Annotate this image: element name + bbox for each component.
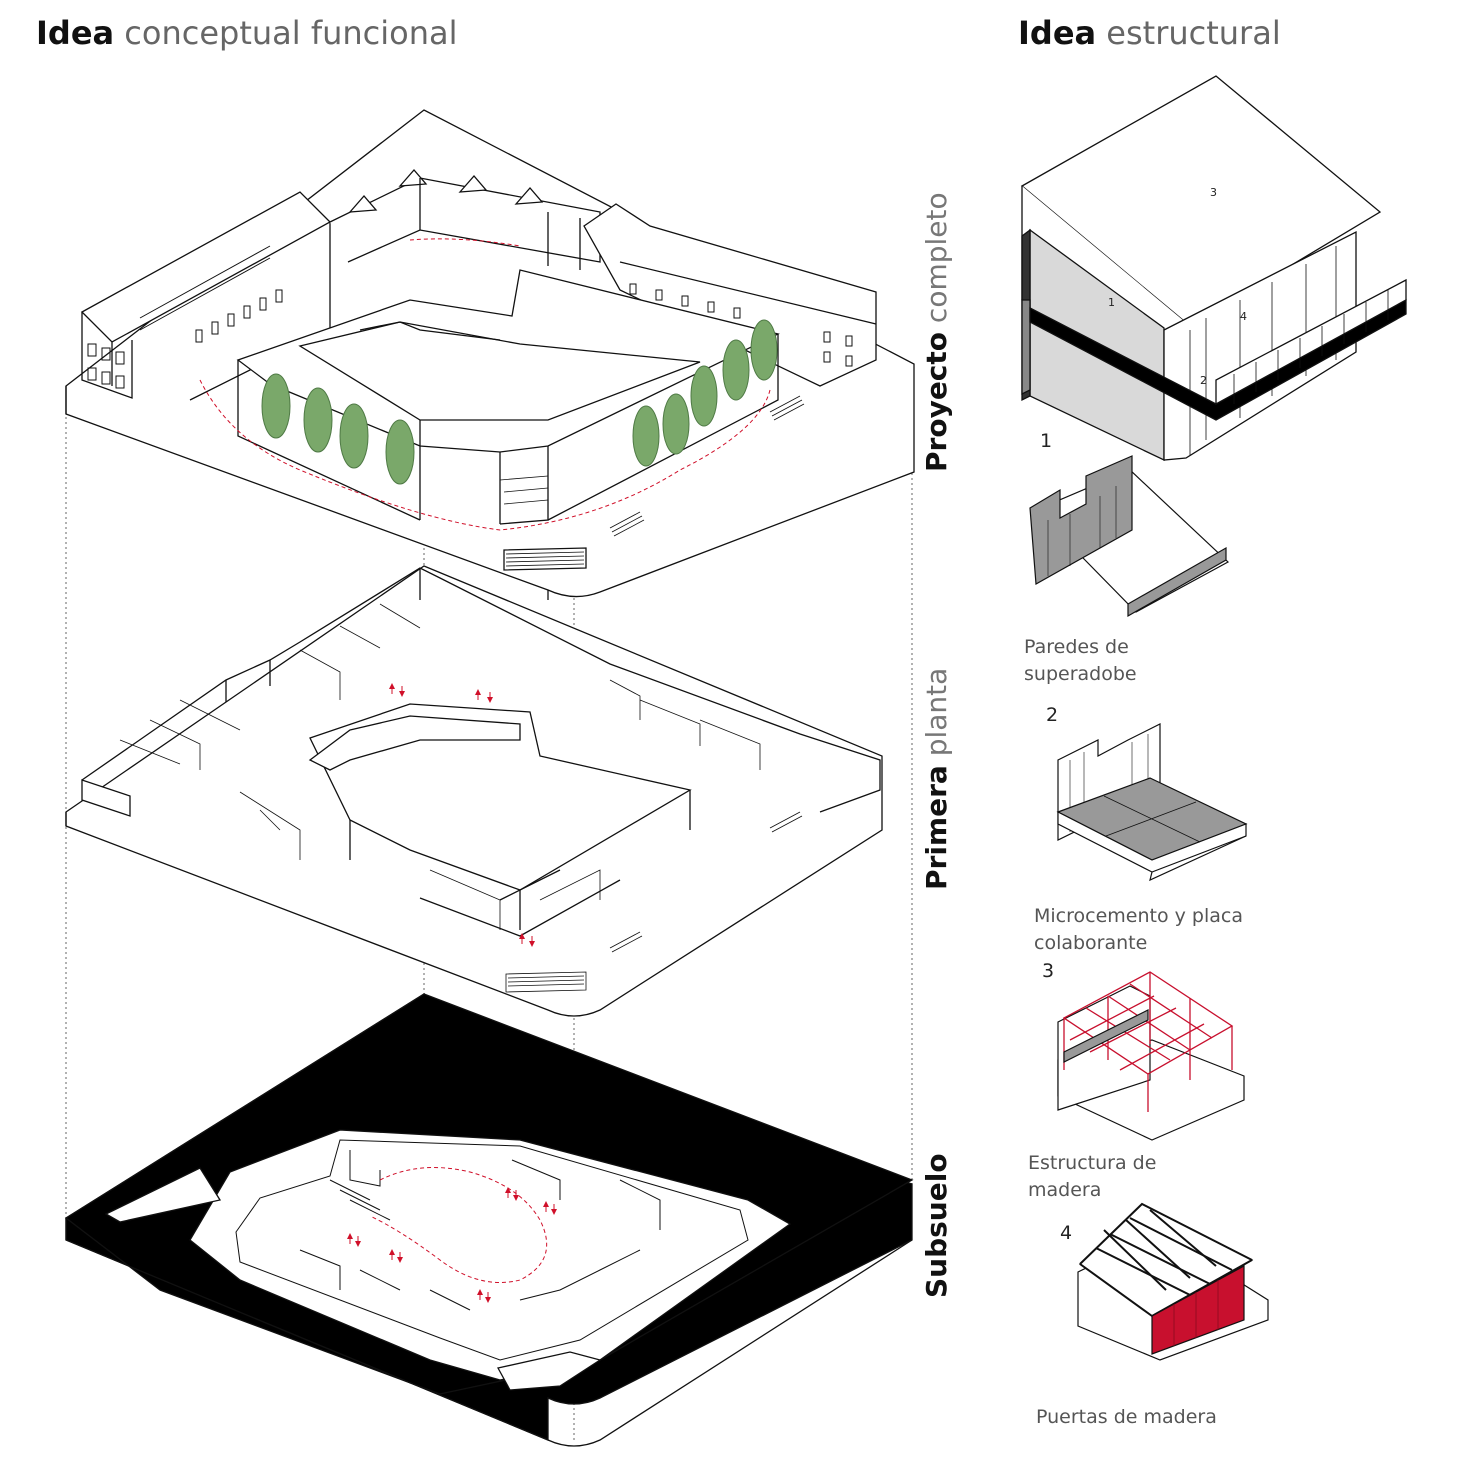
axo-label-3: 3 xyxy=(1210,186,1217,199)
axo-label-2: 2 xyxy=(1200,374,1207,387)
part-number: 4 xyxy=(1060,1222,1073,1244)
basement-level xyxy=(64,992,914,1447)
level-label-first-floor: Primera planta xyxy=(920,667,953,890)
part-3-timber-structure xyxy=(1057,971,1245,1141)
part-number: 2 xyxy=(1046,704,1059,726)
part-caption: Puertas de madera xyxy=(1036,1406,1217,1428)
title-bold: Idea xyxy=(1018,14,1097,52)
title-light: conceptual funcional xyxy=(124,14,458,52)
first-floor-level xyxy=(65,565,883,1017)
complete-project-level xyxy=(65,109,915,600)
part-2-slab xyxy=(1056,723,1248,882)
part-4-wooden-doors xyxy=(1077,1202,1269,1361)
part-number: 3 xyxy=(1042,960,1055,982)
functional-idea-title: Idea conceptual funcional xyxy=(36,14,458,52)
part-caption: Microcemento y placa colaborante xyxy=(1034,905,1243,954)
level-label-complete: Proyecto completo xyxy=(920,192,953,472)
structural-main-axonometric xyxy=(1020,75,1407,462)
part-number: 1 xyxy=(1040,430,1053,452)
part-caption: Estructura de madera xyxy=(1028,1152,1157,1201)
title-bold: Idea xyxy=(36,14,115,52)
trees xyxy=(261,319,778,485)
part-1-walls xyxy=(1029,455,1230,618)
part-caption: Paredes de superadobe xyxy=(1024,636,1137,685)
structural-idea-title: Idea estructural xyxy=(1018,14,1281,52)
axo-label-1: 1 xyxy=(1108,296,1115,309)
title-light: estructural xyxy=(1106,14,1281,52)
level-label-basement: Subsuelo xyxy=(920,1153,953,1298)
axo-label-4: 4 xyxy=(1240,310,1247,323)
